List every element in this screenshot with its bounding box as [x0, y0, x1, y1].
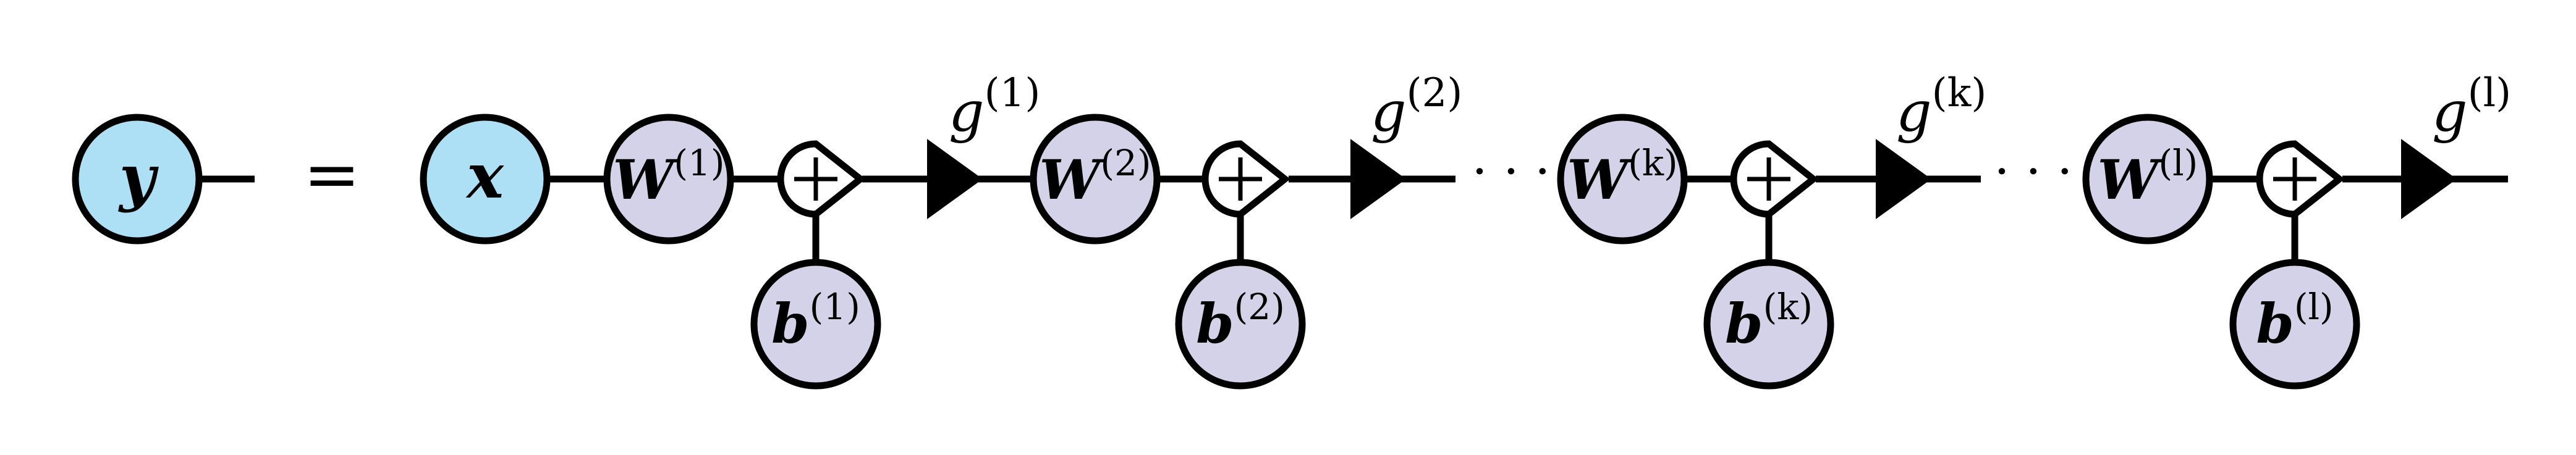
- activation-arrow-2: [1350, 139, 1406, 219]
- activation-arrow-1: [927, 139, 983, 219]
- bias-node-k: [1703, 259, 1834, 390]
- bias-wires: [812, 213, 2298, 265]
- bias-sup-l: (l): [2294, 286, 2334, 328]
- weight-node-2: [1030, 114, 1161, 244]
- input-group: x: [420, 114, 551, 244]
- ellipsis-1: · · ·: [1472, 143, 1550, 200]
- layer-1: W(1) b(1) g(1): [603, 70, 1040, 390]
- weight-label-l: W(l): [2098, 142, 2198, 212]
- input-label: x: [465, 140, 504, 212]
- layer-k: W(k) b(k) g(k): [1557, 70, 1986, 390]
- activation-arrow-k: [1876, 139, 1931, 219]
- layer-2: W(2) b(2) g(2): [1030, 70, 1462, 390]
- activation-label-1: g(1): [949, 70, 1040, 144]
- activation-label-2: g(2): [1371, 70, 1462, 144]
- weight-node-k: [1557, 114, 1688, 244]
- weight-sup-l: (l): [2159, 142, 2198, 184]
- bias-label-1: b(1): [771, 286, 860, 356]
- layer-l: W(l) b(l) g(l): [2082, 70, 2511, 390]
- bias-label-k: b(k): [1725, 286, 1813, 356]
- activation-sup-k: (k): [1932, 70, 1987, 116]
- equals-sign: =: [303, 135, 360, 214]
- activation-sup-l: (l): [2468, 70, 2511, 116]
- activation-label-l: g(l): [2432, 70, 2511, 144]
- bias-label-2: b(2): [1196, 286, 1285, 356]
- weight-sup-2: (2): [1100, 142, 1151, 184]
- bias-node-l: [2229, 259, 2360, 390]
- weight-label-1: W(1): [613, 142, 725, 212]
- input-node-x: [420, 114, 551, 244]
- weight-label-k: W(k): [1567, 142, 1677, 212]
- weight-sup-k: (k): [1628, 142, 1677, 184]
- output-label: y: [118, 141, 159, 214]
- bias-sup-k: (k): [1763, 286, 1813, 328]
- weight-node-1: [603, 114, 734, 244]
- bias-label-l: b(l): [2256, 286, 2333, 356]
- bias-node-1: [750, 259, 881, 390]
- output-node-y: [72, 114, 203, 244]
- activation-sup-1: (1): [985, 70, 1041, 116]
- ellipsis-2: · · ·: [1994, 143, 2072, 200]
- activation-sup-2: (2): [1407, 70, 1463, 116]
- weight-node-l: [2082, 114, 2213, 244]
- bias-sup-1: (1): [810, 286, 860, 328]
- activation-arrow-l: [2401, 139, 2457, 219]
- bias-node-2: [1175, 259, 1306, 390]
- weight-label-2: W(2): [1040, 142, 1151, 212]
- activation-label-k: g(k): [1896, 70, 1986, 144]
- weight-sup-1: (1): [674, 142, 724, 184]
- output-group: y: [72, 114, 255, 244]
- bias-sup-2: (2): [1234, 286, 1285, 328]
